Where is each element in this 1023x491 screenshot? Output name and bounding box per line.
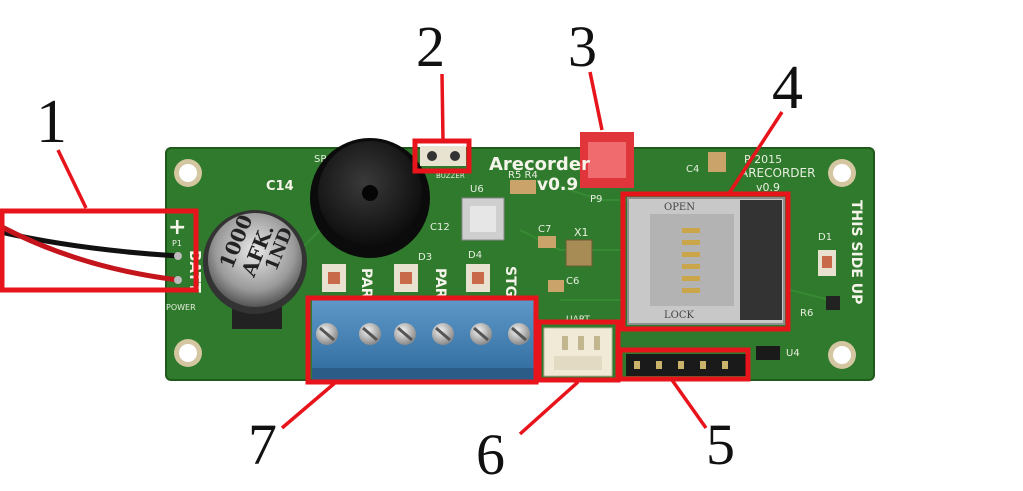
highlight-box-7: [305, 295, 539, 385]
silk-d1: D1: [818, 232, 832, 243]
version-label: v0.9: [537, 175, 578, 195]
silk-power: POWER: [166, 303, 196, 312]
brand-label: Arecorder: [489, 154, 590, 175]
leader-6: [518, 380, 580, 436]
callout-number-2: 2: [416, 14, 445, 79]
silk-par1: PAR: [358, 268, 374, 299]
mounting-holes: [174, 159, 856, 369]
silk-stg: STG: [502, 266, 518, 297]
leader-3: [588, 71, 604, 131]
version-label-right: v0.9: [756, 181, 780, 194]
uart-connector-body: [543, 327, 613, 377]
silk-r5r4: R5 R4: [508, 170, 538, 181]
highlight-box-1: [0, 208, 199, 293]
highlight-box-4: [620, 191, 791, 332]
leader-5: [670, 378, 708, 430]
highlight-box-6: [536, 319, 621, 383]
callout-number-4: 4: [772, 54, 803, 122]
battery-wires: [0, 223, 182, 284]
silk-par2: PAR: [432, 268, 448, 299]
silk-c6: C6: [566, 276, 579, 287]
leader-2: [440, 73, 445, 141]
silk-c14: C14: [266, 179, 294, 194]
silk-u6: U6: [470, 184, 484, 195]
silk-plus: +: [168, 215, 186, 240]
silk-p1: P1: [172, 239, 182, 248]
brand-label-right: ARECORDER: [740, 166, 815, 180]
silk-buzzer: BUZZER: [436, 172, 465, 180]
callout-number-5: 5: [706, 412, 735, 477]
sd-open-text: OPEN: [664, 202, 695, 213]
terminal-block: [312, 300, 534, 380]
highlight-box-2: [412, 138, 472, 174]
callout-number-7: 7: [248, 412, 277, 477]
callout-number-1: 1: [36, 88, 67, 156]
silk-c4: C4: [686, 164, 699, 175]
silk-c7: C7: [538, 224, 551, 235]
sd-lock-text: LOCK: [664, 310, 694, 321]
leader-7: [280, 380, 338, 430]
callout-number-3: 3: [568, 14, 597, 79]
silk-d3: D3: [418, 252, 432, 263]
leader-1: [56, 149, 88, 209]
silk-d4: D4: [468, 250, 482, 261]
silk-sp: SP: [314, 154, 326, 165]
status-leds: [322, 250, 836, 292]
silk-p9: P9: [590, 194, 602, 205]
silk-x1: X1: [574, 226, 589, 239]
silk-c12: C12: [430, 222, 450, 233]
buzzer: [310, 138, 430, 258]
side-note-label: THIS SIDE UP: [848, 200, 864, 304]
silk-r6: R6: [800, 308, 813, 319]
sd-card-slot: OPEN LOCK: [627, 197, 785, 325]
pin-header: [626, 346, 780, 376]
callout-number-6: 6: [476, 422, 505, 487]
silk-u4: U4: [786, 348, 800, 359]
leader-4: [726, 111, 784, 196]
